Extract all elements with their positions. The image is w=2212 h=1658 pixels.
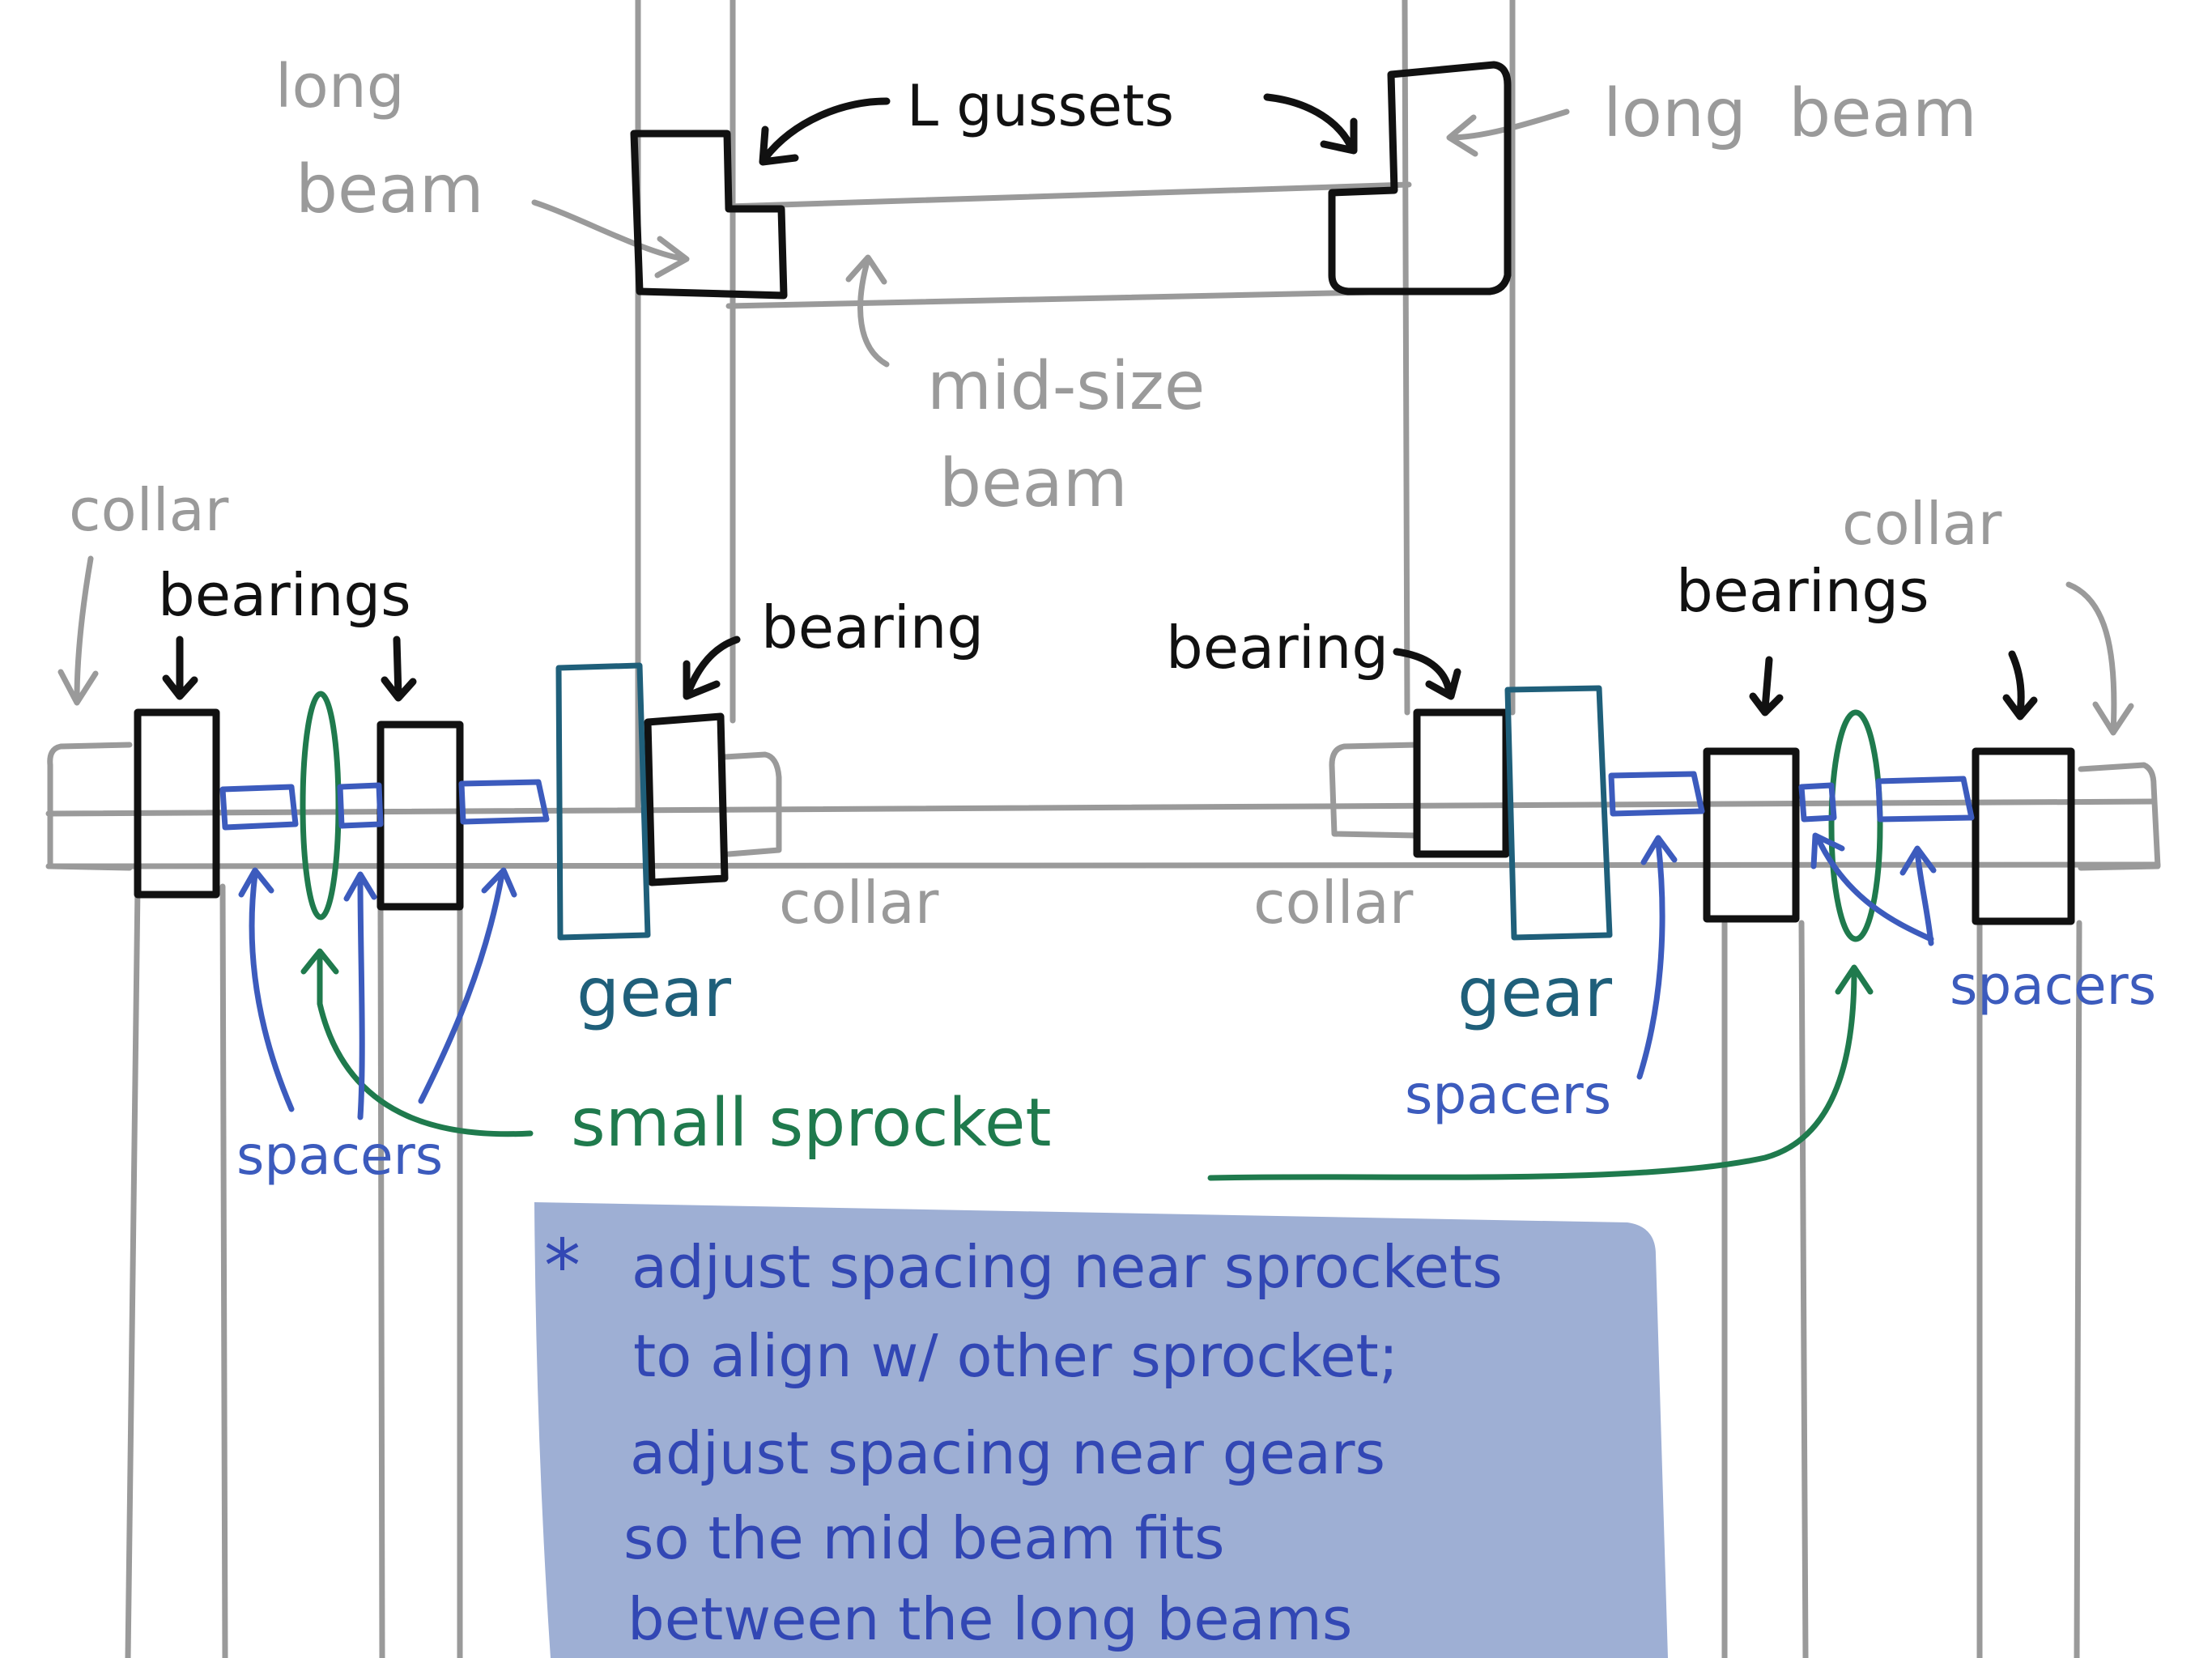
- label-collar-mid-left: collar: [779, 869, 939, 937]
- note-line-4: so the mid beam fits: [623, 1504, 1224, 1572]
- note-marker: *: [544, 1224, 581, 1309]
- label-collar-mid-right: collar: [1253, 869, 1414, 937]
- gear-right: [1504, 685, 1613, 941]
- arrow-bearing-left: [683, 636, 741, 700]
- spacers: [219, 771, 1975, 1120]
- gears: [555, 662, 1613, 941]
- arrow-collar-right: [2065, 581, 2134, 736]
- label-bearings-right: bearings: [1676, 557, 1929, 625]
- long-beam-right-inner: [1402, 0, 1410, 716]
- spacer-1: [219, 784, 299, 831]
- spacer-6: [1875, 776, 1975, 823]
- label-long-beam-right: long beam: [1603, 75, 1977, 152]
- arrow-bearings-right-2: [2002, 650, 2038, 721]
- label-collar-top-right: collar: [1842, 490, 2002, 558]
- label-spacers-left: spacers: [236, 1124, 443, 1187]
- label-long-beam-left-2: beam: [296, 151, 484, 228]
- l-gusset-left: [630, 130, 788, 300]
- label-collar-top-left: collar: [69, 476, 229, 544]
- bearing-left-2: [376, 721, 464, 911]
- arrow-bearings-left-1: [162, 636, 198, 700]
- l-gusset-right: [1328, 61, 1512, 295]
- arrow-long-beam-left: [531, 199, 690, 278]
- arrow-bearings-right-1: [1749, 656, 1784, 716]
- label-gear-left: gear: [576, 953, 731, 1032]
- spacer-leader-4: [1636, 835, 1678, 1080]
- mid-size-beam: [725, 181, 1412, 309]
- arrow-bearings-left-2: [381, 636, 417, 702]
- spacer-leader-5: [1810, 832, 1934, 942]
- label-spacers-mid: spacers: [1405, 1064, 1611, 1126]
- label-long-beam-left-1: long: [275, 52, 405, 121]
- sprocket-right: [1828, 709, 1883, 942]
- note-line-5: between the long beams: [627, 1585, 1352, 1653]
- sprocket-left: [300, 691, 342, 920]
- labels: long beam long beam L gussets mid-size b…: [69, 52, 2156, 1187]
- spacer-leader-1: [238, 867, 295, 1112]
- spacer-2: [337, 782, 384, 829]
- label-bearing-left: bearing: [761, 593, 984, 661]
- note: * adjust spacing near sprockets to align…: [544, 1224, 1503, 1653]
- spacer-leader-6: [1899, 845, 1937, 946]
- lower-beam-6: [1798, 920, 1809, 1658]
- note-line-3: adjust spacing near gears: [630, 1419, 1385, 1487]
- bearing-left-inner: [644, 712, 729, 886]
- collar-mid-left: [721, 751, 782, 857]
- bearing-right-inner: [1413, 708, 1510, 858]
- lower-beam-2: [219, 883, 228, 1658]
- arrow-bearing-right: [1393, 648, 1461, 700]
- sprocket-leader-right: [1207, 964, 1874, 1181]
- label-gear-right: gear: [1457, 953, 1612, 1032]
- label-mid-size-beam-1: mid-size: [927, 348, 1205, 425]
- lower-beam-3: [377, 903, 385, 1658]
- arrow-mid-size-beam: [845, 254, 890, 368]
- spacer-leader-2: [343, 871, 377, 1120]
- sprocket-leader-left: [300, 948, 534, 1137]
- arrow-l-gusset-right: [1263, 93, 1358, 155]
- frame-arrows: [57, 108, 2134, 736]
- collar-mid-right: [1329, 742, 1420, 839]
- note-line-2: to align w/ other sprocket;: [633, 1322, 1398, 1390]
- label-bearings-left: bearings: [158, 561, 411, 629]
- bearing-left-1: [134, 708, 220, 899]
- spacer-5: [1798, 782, 1837, 823]
- spacer-3: [458, 779, 550, 825]
- arrow-l-gusset-left: [759, 97, 891, 166]
- frame: [45, 0, 2161, 1658]
- spacer-4: [1608, 771, 1705, 817]
- arrow-long-beam-right: [1446, 108, 1570, 157]
- note-line-1: adjust spacing near sprockets: [632, 1233, 1503, 1301]
- label-spacers-right: spacers: [1950, 954, 2156, 1017]
- bearing-right-2: [1972, 747, 2075, 925]
- arrow-collar-left: [57, 555, 99, 706]
- spacer-leader-3: [418, 867, 517, 1104]
- collar-far-right: [2078, 762, 2161, 871]
- collar-far-left: [47, 742, 133, 871]
- gear-left: [555, 662, 651, 941]
- lower-beam-1: [125, 883, 141, 1658]
- label-small-sprocket: small sprocket: [571, 1085, 1052, 1162]
- label-l-gussets: L gussets: [907, 73, 1174, 139]
- bearing-right-1: [1703, 747, 1800, 923]
- label-mid-size-beam-2: beam: [939, 445, 1128, 522]
- lower-beam-8: [2074, 920, 2082, 1658]
- axle: [45, 798, 2161, 869]
- label-bearing-right: bearing: [1166, 614, 1389, 682]
- sprockets: [300, 691, 1883, 1181]
- note-box: [534, 1202, 1668, 1658]
